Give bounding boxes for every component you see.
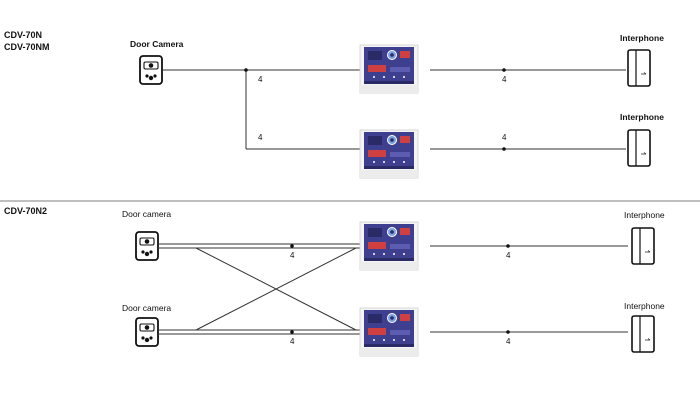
model-label-cdv-70n2: CDV-70N2 [4,206,47,216]
door-camera-icon [135,231,159,261]
interphone-icon [631,227,655,265]
junction-dot [502,68,506,72]
wire-count: 4 [258,75,263,84]
interphone-label: Interphone [624,301,665,311]
interphone-label: Interphone [620,112,664,122]
wire-count: 4 [502,133,507,142]
video-monitor-icon [359,221,419,271]
model-label-cdv-70nm: CDV-70NM [4,42,50,52]
junction-dot [290,244,294,248]
wire-count: 4 [502,75,507,84]
interphone-icon [631,315,655,353]
wire-count: 4 [258,133,263,142]
door-camera-label: Door Camera [130,39,184,49]
door-camera-icon [135,317,159,347]
section-bottom: CDV-70N2 Door camera Door camera 4 4 4 [4,206,665,357]
junction-dot [244,68,248,72]
video-monitor-icon [359,307,419,357]
model-label-cdv-70n: CDV-70N [4,30,42,40]
door-camera-label: Door camera [122,209,171,219]
junction-dot [290,330,294,334]
wire-count: 4 [290,337,295,346]
door-camera-icon [139,55,163,85]
interphone-icon [627,49,651,87]
wire-count: 4 [506,251,511,260]
junction-dot [506,244,510,248]
video-monitor-icon [359,129,419,179]
junction-dot [506,330,510,334]
wiring-bottom [158,243,628,335]
wire-count: 4 [290,251,295,260]
door-camera-label: Door camera [122,303,171,313]
section-top: CDV-70N CDV-70NM Door Camera 4 4 4 4 Int… [4,30,664,179]
wire-count: 4 [506,337,511,346]
video-monitor-icon [359,44,419,94]
interphone-icon [627,129,651,167]
interphone-label: Interphone [620,33,664,43]
wiring-top [162,68,626,151]
interphone-label: Interphone [624,210,665,220]
junction-dot [502,147,506,151]
wire-cross-camera-2-to-monitor-1 [195,247,357,331]
